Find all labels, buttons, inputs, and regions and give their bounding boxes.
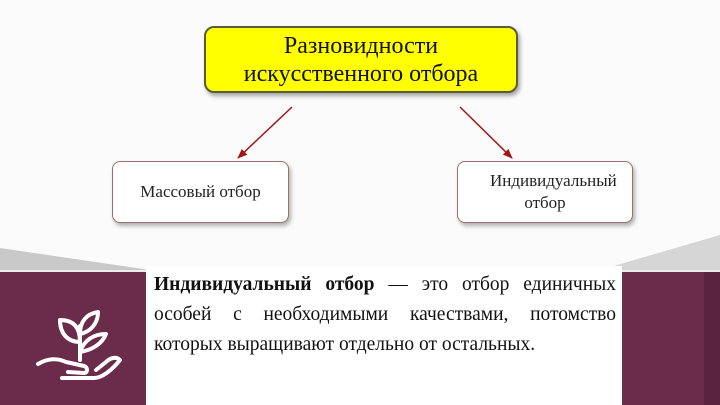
definition-term: Индивидуальный отбор bbox=[154, 274, 375, 295]
arrow-to-individual-selection bbox=[459, 106, 513, 159]
background-shape-right bbox=[600, 235, 720, 270]
diagram-title: Разновидности искусственного отбора bbox=[204, 26, 518, 93]
right-panel-edge bbox=[704, 272, 720, 405]
side-panel bbox=[0, 272, 150, 405]
background-shape-left bbox=[0, 248, 150, 270]
definition-text: Индивидуальный отбор — это отбор единичн… bbox=[146, 266, 622, 405]
node-individual-selection-label: Индивидуальный отбор bbox=[490, 171, 617, 212]
node-mass-selection: Массовый отбор bbox=[112, 161, 289, 223]
node-individual-selection: Индивидуальный отбор bbox=[457, 161, 633, 223]
right-panel bbox=[616, 272, 720, 405]
plant-in-hand-icon bbox=[36, 310, 122, 380]
node-mass-selection-label: Массовый отбор bbox=[140, 182, 261, 201]
definition-body: — это отбор единичных особей с необходим… bbox=[154, 274, 616, 355]
arrow-to-mass-selection bbox=[237, 106, 293, 159]
